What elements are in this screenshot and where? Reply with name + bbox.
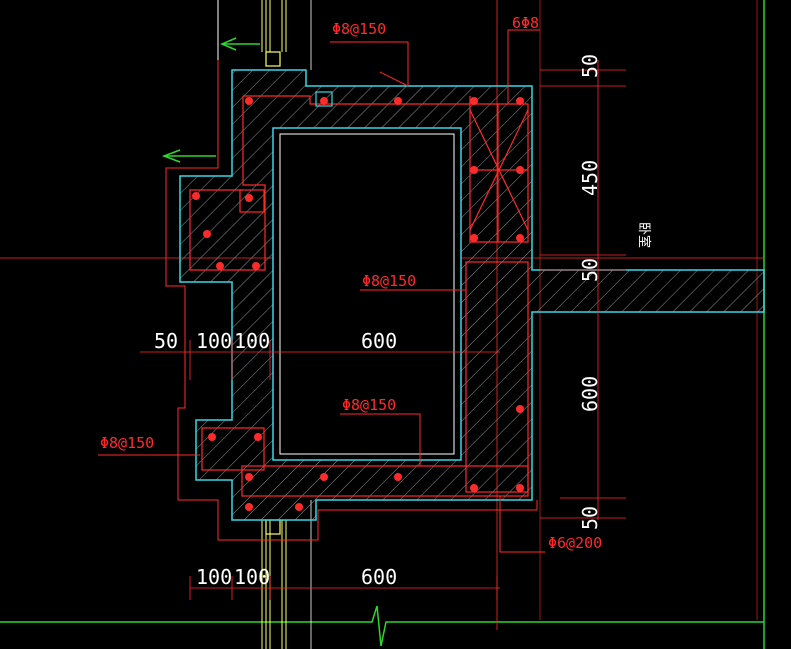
dim-top-2: 100 (196, 329, 232, 353)
rebar-dot (252, 262, 260, 270)
label-rebar-inner: Φ8@150 (342, 396, 396, 414)
inner-opening (272, 127, 462, 461)
annotations: Φ8@150 6Φ8 Φ8@150 Φ8@150 Φ8@150 Φ6@200 (100, 14, 602, 552)
leader-lines (98, 29, 545, 553)
frame-lines (0, 0, 765, 649)
outer-plaster-outline (165, 60, 538, 541)
rebar-dot (320, 473, 328, 481)
dim-bottom-1: 100 (196, 565, 232, 589)
dim-right-1: 50 (578, 54, 602, 78)
dim-top-1: 50 (154, 329, 178, 353)
label-rebar-mid: Φ8@150 (362, 272, 416, 290)
rebar-dot (245, 194, 253, 202)
rebar-dot (470, 484, 478, 492)
rebar-dot (245, 503, 253, 511)
rebar-dot (394, 97, 402, 105)
label-rebar-left: Φ8@150 (100, 434, 154, 452)
dimension-lines-right (540, 60, 626, 520)
rebar-dot (470, 97, 478, 105)
rebar-dot (216, 262, 224, 270)
rebar-dot (516, 405, 524, 413)
dim-bottom-2: 100 (234, 565, 270, 589)
dim-top-4: 600 (361, 329, 397, 353)
rebar-dot (470, 166, 478, 174)
rebar-dot (295, 503, 303, 511)
rebar-dot (245, 97, 253, 105)
dim-right-3: 50 (578, 258, 602, 282)
label-stirrup-corner: 6Φ8 (512, 14, 539, 32)
cyan-marker (315, 91, 333, 107)
rebar-dot (245, 473, 253, 481)
dim-right-2: 450 (578, 160, 602, 196)
dim-top-3: 100 (234, 329, 270, 353)
rebar-dot (516, 97, 524, 105)
dim-text-right-column: 50 450 50 600 50 (578, 54, 602, 530)
dim-bottom-3: 600 (361, 565, 397, 589)
rebar-dot (516, 484, 524, 492)
inner-opening-inset (279, 133, 455, 455)
green-arrows (161, 37, 260, 163)
label-room: 卧室 (636, 222, 652, 248)
rebar-dot (192, 192, 200, 200)
rebar-dot (320, 97, 328, 105)
label-rebar-top: Φ8@150 (332, 20, 386, 38)
rebar-dot (254, 433, 262, 441)
dim-text-bottom-row: 100 100 600 (196, 565, 397, 589)
dimension-lines-rows (140, 340, 500, 600)
rebar-dot (516, 166, 524, 174)
rebar-dot (516, 234, 524, 242)
rebar-dot (394, 473, 402, 481)
rebar-dots (192, 97, 524, 511)
dim-right-4: 600 (578, 376, 602, 412)
dim-right-5: 50 (578, 506, 602, 530)
rebar-dot (470, 234, 478, 242)
rebar-dot (203, 230, 211, 238)
concrete-section (179, 69, 765, 521)
label-stirrup-bottom: Φ6@200 (548, 534, 602, 552)
dim-text-top-row: 50 100 100 600 (154, 329, 397, 353)
rebar-cage (189, 95, 529, 497)
rebar-dot (208, 433, 216, 441)
